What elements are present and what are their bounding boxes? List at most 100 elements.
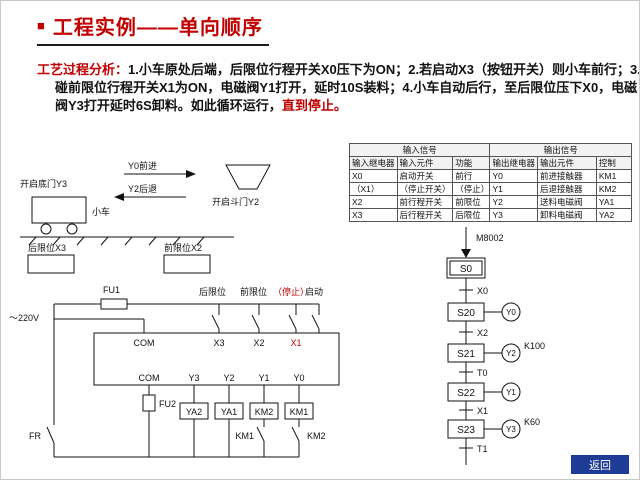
table-cell: （停止） [452,182,491,196]
table-row: （X1） （停止开关） （停止） Y1 后退接触器 KM2 [349,182,633,196]
coil-km1-label: KM1 [290,407,309,417]
out-y0-terminal: Y0 [293,373,304,383]
front-limit-label: 前限位X2 [164,242,202,253]
state-s21-label: S21 [457,349,475,360]
km2-interlock-label: KM2 [307,431,326,441]
state-s20-label: S20 [457,308,475,319]
forward-arrow-label: Y0前进 [128,160,157,171]
table-cell: KM1 [595,169,633,183]
cart-body [31,196,87,224]
col-header: 输入元件 [396,156,454,170]
fuse-fu2-icon [142,394,156,412]
io-table: 输入信号 输出信号 输入继电器 输入元件 功能 输出继电器 输出元件 控制 X0… [348,143,633,222]
process-analysis: 工艺过程分析：1.小车原处后端，后限位行程开关X0压下为ON；2.若启动X3（按… [37,61,639,116]
table-cell: 后限位 [452,208,491,222]
table-cell: 前行程开关 [396,195,454,209]
hopper-icon [225,164,271,190]
cart-wheel-icon [40,223,52,235]
col-header: 控制 [595,156,633,170]
output-y1-label: Y1 [506,388,516,397]
power-label: ～220V [9,313,39,323]
hopper-door-label: 开启斗门Y2 [212,196,259,207]
rear-limit-contact-label: 后限位 [199,286,226,297]
state-s0-label: S0 [460,264,473,275]
state-s23-label: S23 [457,425,475,436]
table-row: X2 前行程开关 前限位 Y2 送料电磁阀 YA1 [349,195,633,209]
table-cell: 卸料电磁阀 [536,208,597,222]
stop-contact-label: （停止） [273,286,309,297]
col-header: 输出继电器 [489,156,538,170]
table-header-row: 输入继电器 输入元件 功能 输出继电器 输出元件 控制 [349,156,633,170]
timer-k100-label: K100 [524,341,545,351]
table-cell: （X1） [349,182,398,196]
table-cell: Y2 [489,195,538,209]
bottom-door-label: 开启底门Y3 [20,178,67,189]
input-group-header: 输入信号 [348,143,491,157]
table-cell: Y1 [489,182,538,196]
wiring-diagram: ～220V FU1 FR 后限位 前限位 （停止） 启动 COM X3 X2 X… [9,285,340,458]
in-x1-terminal: X1 [290,338,301,348]
front-limit-contact-label: 前限位 [240,286,267,297]
x1-contact-icon [288,314,297,330]
table-group-header-row: 输入信号 输出信号 [348,143,632,157]
table-cell: （停止开关） [396,182,454,196]
table-cell: X0 [349,169,398,183]
output-y1 [501,382,521,402]
coil-km2-label: KM2 [255,407,274,417]
state-s22-label: S22 [457,388,475,399]
table-cell: YA1 [595,195,633,209]
plc-box [93,332,340,386]
cart-label: 小车 [92,206,110,217]
in-com-terminal: COM [134,338,155,348]
start-button-icon [311,314,320,330]
slide-title: ■ 工程实例——单向顺序 [37,11,269,46]
output-y2-label: Y2 [506,349,516,358]
title-bullet-icon: ■ [37,18,45,33]
x2-contact-icon [251,314,260,330]
coil-ya1-label: YA1 [221,407,237,417]
table-cell: Y0 [489,169,538,183]
fuse-fu1-icon [100,298,128,310]
page-title: 工程实例——单向顺序 [52,17,263,39]
forward-arrowhead-icon [186,170,196,178]
km1-interlock-icon [256,426,265,442]
analysis-highlight: 直到停止。 [281,98,347,114]
table-cell: 后行程开关 [396,208,454,222]
backward-arrow-label: Y2后退 [128,184,157,194]
m8002-label: M8002 [476,233,504,243]
x3-contact-icon [211,314,220,330]
table-row: X0 启动开关 前行 Y0 前进接触器 KM1 [349,169,633,183]
table-cell: 前限位 [452,195,491,209]
table-cell: X3 [349,208,398,222]
timer-k60-label: K60 [524,417,540,427]
start-arrowhead-icon [461,249,471,258]
backward-arrowhead-icon [114,193,124,201]
table-cell: 送料电磁阀 [536,195,597,209]
rear-limit-switch [27,254,75,274]
in-x3-terminal: X3 [213,338,224,348]
out-y1-terminal: Y1 [258,373,269,383]
rear-limit-label: 后限位X3 [28,242,66,253]
fr-contact-icon [46,426,55,444]
transition-x1-label: X1 [477,406,488,416]
km2-interlock-icon [291,426,300,442]
transition-x2-label: X2 [477,328,488,338]
table-cell: 后退接触器 [536,182,597,196]
transition-t1-label: T1 [477,444,488,454]
col-header: 功能 [452,156,491,170]
km1-interlock-label: KM1 [235,431,254,441]
back-button[interactable]: 返回 [571,455,629,474]
cart-wheel-icon [66,223,78,235]
output-y3-label: Y3 [506,425,516,434]
col-header: 输入继电器 [349,156,398,170]
out-com-terminal: COM [139,373,160,383]
output-y2 [501,343,521,363]
table-row: X3 后行程开关 后限位 Y3 卸料电磁阀 YA2 [349,208,633,222]
table-cell: 前进接触器 [536,169,597,183]
transition-t0-label: T0 [477,368,488,378]
front-limit-switch [163,254,211,274]
fr-label: FR [29,431,41,441]
table-cell: KM2 [595,182,633,196]
output-group-header: 输出信号 [489,143,632,157]
